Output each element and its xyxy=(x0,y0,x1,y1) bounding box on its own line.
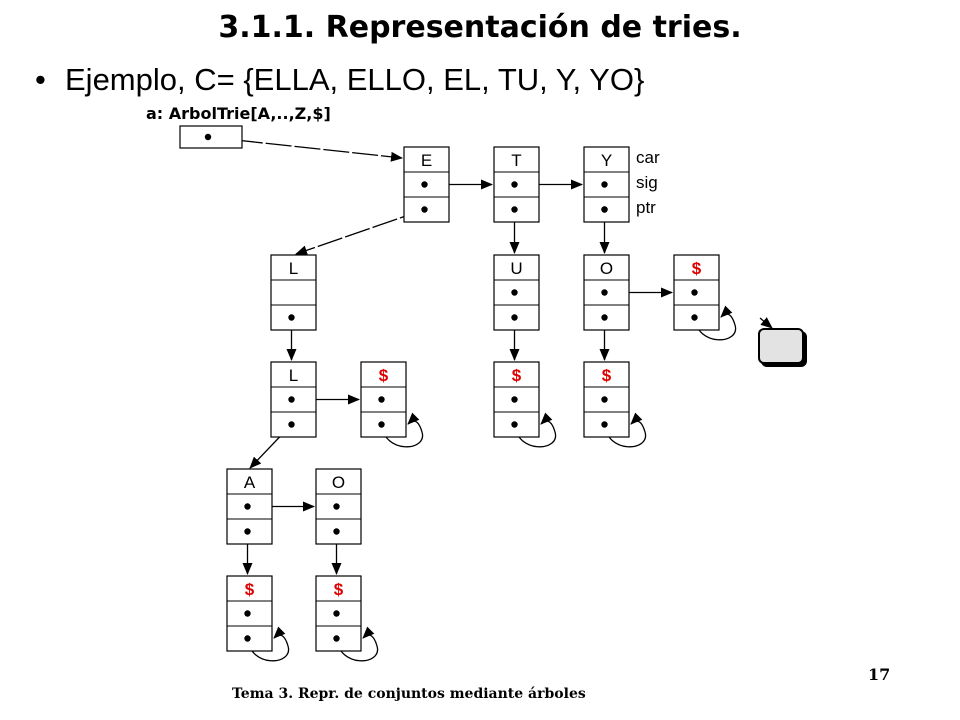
pointer-dot xyxy=(511,314,518,321)
variable-label: a: ArbolTrie[A,..,Z,$] xyxy=(146,104,331,123)
pointer-dot xyxy=(421,206,428,213)
pointer-dot xyxy=(288,421,295,428)
bullet-dot: • xyxy=(35,62,46,97)
slide-footer: Tema 3. Repr. de conjuntos mediante árbo… xyxy=(232,686,586,702)
bullet-example: • Ejemplo, C= {ELLA, ELLO, EL, TU, Y, YO} xyxy=(35,62,644,98)
self-loop-arrow xyxy=(335,626,379,662)
pointer-dot xyxy=(511,396,518,403)
trie-node-car: $ xyxy=(245,580,255,599)
pointer-dot xyxy=(421,181,428,188)
trie-node-car: T xyxy=(511,151,521,170)
trie-node-car: L xyxy=(289,259,298,278)
pointer-dot xyxy=(601,181,608,188)
pointer-dot xyxy=(333,635,340,642)
trie-node-car: $ xyxy=(379,366,389,385)
pointer-dot xyxy=(288,314,295,321)
trie-node-car: $ xyxy=(692,259,702,278)
pointer-dot xyxy=(333,610,340,617)
pointer-arrow xyxy=(295,208,425,256)
trie-node-car: $ xyxy=(334,580,344,599)
self-loop-arrow xyxy=(380,412,424,448)
pointer-dot xyxy=(601,421,608,428)
pointer-dot xyxy=(691,289,698,296)
pointer-dot xyxy=(244,610,251,617)
self-loop-arrow xyxy=(693,305,737,341)
pointer-dot xyxy=(601,206,608,213)
diagram-edges xyxy=(207,136,773,662)
pointer-arrow xyxy=(759,317,773,329)
pointer-dot xyxy=(204,133,212,141)
page-number: 17 xyxy=(868,665,891,684)
pointer-dot xyxy=(244,503,251,510)
self-loop-arrow xyxy=(603,412,647,448)
pointer-dot xyxy=(378,396,385,403)
pointer-dot xyxy=(601,314,608,321)
bullet-text: Ejemplo, C= {ELLA, ELLO, EL, TU, Y, YO} xyxy=(65,62,645,97)
trie-node-car: O xyxy=(600,259,613,278)
pointer-dot xyxy=(288,396,295,403)
pointer-dot xyxy=(601,396,608,403)
self-loop-arrow xyxy=(513,412,557,448)
pointer-dot xyxy=(244,528,251,535)
trie-node-car: L xyxy=(289,366,298,385)
pointer-dot xyxy=(511,421,518,428)
trie-node-car: O xyxy=(332,473,345,492)
field-label-sig: sig xyxy=(636,173,658,192)
pointer-dot xyxy=(511,289,518,296)
navigation-button[interactable] xyxy=(758,328,804,364)
pointer-dot xyxy=(378,421,385,428)
trie-node-car: $ xyxy=(512,366,522,385)
trie-node-car: U xyxy=(510,259,522,278)
pointer-dot xyxy=(601,289,608,296)
pointer-dot xyxy=(691,314,698,321)
pointer-dot xyxy=(333,528,340,535)
pointer-dot xyxy=(511,206,518,213)
trie-node-car: A xyxy=(244,473,256,492)
self-loop-arrow xyxy=(246,626,290,662)
field-label-car: car xyxy=(636,148,660,167)
pointer-dot xyxy=(333,503,340,510)
trie-node-car: $ xyxy=(602,366,612,385)
slide-title: 3.1.1. Representación de tries. xyxy=(218,10,742,45)
field-label-ptr: ptr xyxy=(636,198,656,217)
trie-node-car: E xyxy=(421,151,432,170)
diagram-nodes: E T Y L U O $ L $ $ $ A O $ $ xyxy=(179,125,720,652)
pointer-dot xyxy=(244,635,251,642)
trie-node-car: Y xyxy=(601,151,612,170)
pointer-dot xyxy=(511,181,518,188)
